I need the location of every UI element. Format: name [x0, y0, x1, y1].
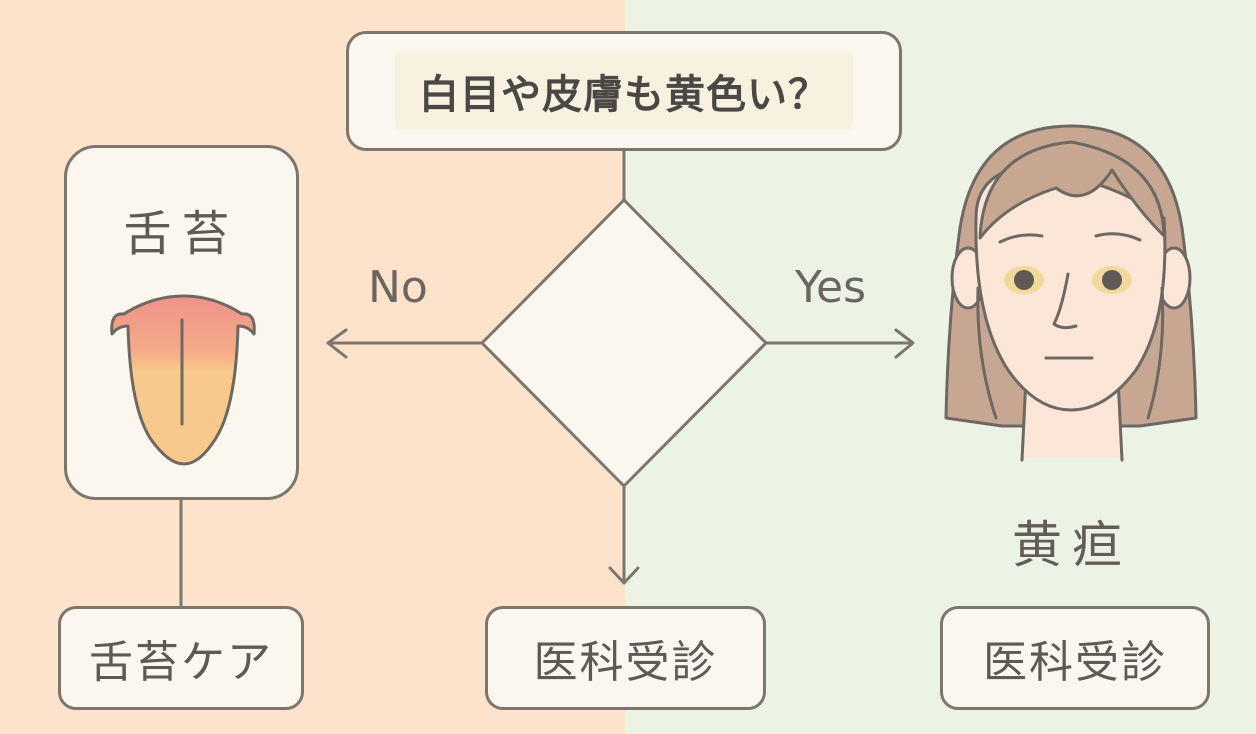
- jaundice-title: 黄疸: [1012, 516, 1132, 574]
- tongue-icon: [109, 294, 256, 466]
- arrowhead-left: [326, 328, 348, 359]
- decision-diamond: [480, 198, 768, 488]
- woman-face-icon: [944, 124, 1198, 462]
- result-tongue-care-label: 舌苔ケア: [89, 637, 273, 688]
- tongue-coating-card: 舌苔: [64, 145, 299, 500]
- result-medical-visit-right: 医科受診: [940, 606, 1210, 710]
- result-medical-visit-center: 医科受診: [485, 606, 766, 710]
- arrowhead-down: [608, 566, 640, 585]
- question-box: 白目や皮膚も黄色い？: [346, 31, 902, 151]
- tongue-coating-title: 舌苔: [123, 206, 240, 262]
- result-tongue-care: 舌苔ケア: [58, 606, 304, 710]
- result-medical-visit-right-label: 医科受診: [983, 637, 1167, 688]
- no-label: No: [368, 262, 428, 313]
- yes-label: Yes: [795, 262, 867, 313]
- arrowhead-right: [894, 328, 915, 359]
- result-medical-visit-center-label: 医科受診: [533, 637, 718, 688]
- question-text: 白目や皮膚も黄色い？: [395, 52, 853, 130]
